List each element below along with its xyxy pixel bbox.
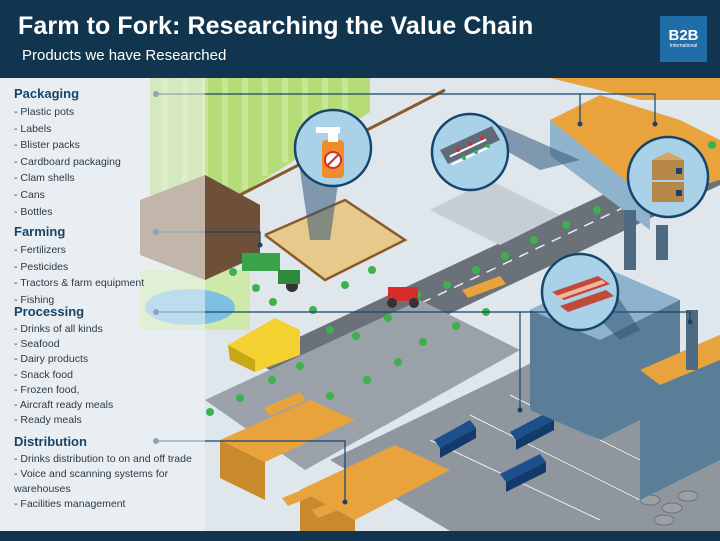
processing-section: Processing - Drinks of all kinds - Seafo… xyxy=(14,304,113,428)
list-item: - Frozen food, xyxy=(14,383,80,396)
page-subtitle: Products we have Researched xyxy=(22,47,227,64)
list-item: - Fishing xyxy=(14,293,55,306)
list-item: - Plastic pots xyxy=(14,106,75,118)
list-item: - Clam shells xyxy=(14,172,75,185)
logo-text: B2B xyxy=(668,27,699,44)
warehouse-building xyxy=(220,400,355,500)
cardboard-boxes-icon xyxy=(626,135,710,219)
list-item: - Facilities management xyxy=(14,498,126,510)
value-chain-scene xyxy=(0,78,720,531)
distribution-title: Distribution xyxy=(14,434,87,449)
list-item: - Cans xyxy=(14,188,45,201)
packaging-section: Packaging - Plastic pots - Labels - Blis… xyxy=(14,86,121,220)
list-item: - Cardboard packaging xyxy=(14,155,121,168)
header-bar: Farm to Fork: Researching the Value Chai… xyxy=(0,0,720,78)
list-item: - Ready meals xyxy=(14,414,82,427)
list-item: - Fertilizers xyxy=(14,244,66,256)
distribution-section: Distribution - Drinks distribution to on… xyxy=(14,434,204,512)
b2b-international-logo[interactable]: B2B International xyxy=(660,16,707,62)
list-item: - Blister packs xyxy=(14,139,80,152)
spray-bottle-icon xyxy=(293,108,373,188)
packaged-food-trays-icon xyxy=(540,252,620,332)
processing-title: Processing xyxy=(14,304,85,319)
list-item: - Labels xyxy=(14,122,52,135)
list-item: - Snack food xyxy=(14,368,73,381)
farming-title: Farming xyxy=(14,224,66,239)
list-item: - Drinks of all kinds xyxy=(14,323,103,335)
supermarket-shelves-icon xyxy=(430,112,510,192)
delivery-truck-1 xyxy=(434,420,476,458)
products-panel xyxy=(0,78,205,531)
list-item: - Dairy products xyxy=(14,353,89,366)
list-item: - Tractors & farm equipment xyxy=(14,277,145,290)
list-item: - Aircraft ready meals xyxy=(14,399,114,412)
logo-subtext: International xyxy=(669,43,698,49)
list-item: - Seafood xyxy=(14,338,60,351)
footer-bar xyxy=(0,531,720,541)
packaging-title: Packaging xyxy=(14,86,80,101)
farming-section: Farming - Fertilizers - Pesticides - Tra… xyxy=(14,224,144,308)
list-item: - Voice and scanning systems for warehou… xyxy=(14,468,169,495)
page-title: Farm to Fork: Researching the Value Chai… xyxy=(18,12,534,40)
list-item: - Pesticides xyxy=(14,260,69,273)
list-item: - Drinks distribution to on and off trad… xyxy=(14,453,192,465)
list-item: - Bottles xyxy=(14,205,53,218)
